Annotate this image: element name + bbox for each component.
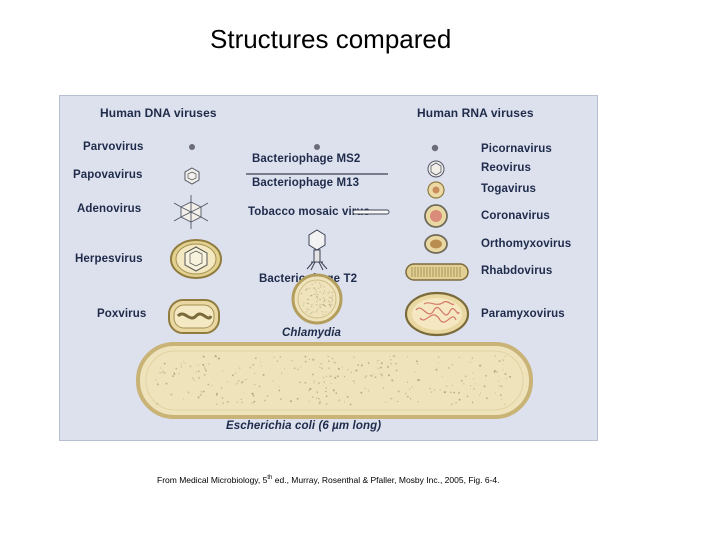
bacteriophage-ms2-drawing [314,144,320,150]
label-rhabdovirus: Rhabdovirus [481,265,553,277]
coronavirus-drawing [424,204,448,228]
caption-text-start: From Medical Microbiology, 5 [157,475,268,485]
label-coronavirus: Coronavirus [481,210,550,222]
herpesvirus-drawing [170,239,222,279]
label-tobacco-mosaic-virus: Tobacco mosaic virus [248,206,370,218]
label-bacteriophage-ms2: Bacteriophage MS2 [252,153,361,165]
orthomyxovirus-drawing [424,234,448,254]
poxvirus-drawing [168,299,220,334]
label-togavirus: Togavirus [481,183,537,195]
label-papovavirus: Papovavirus [73,169,143,181]
parvovirus-drawing [189,144,195,150]
slide-title: Structures compared [210,24,452,54]
adenovirus-drawing [173,195,209,229]
caption-text-end: ed., Murray, Rosenthal & Pfaller, Mosby … [272,475,500,485]
figure-panel: Human DNA viruses Human RNA viruses Parv… [59,95,598,441]
label-parvovirus: Parvovirus [83,141,144,153]
rna-virus-header: Human RNA viruses [417,106,534,120]
figure-caption: From Medical Microbiology, 5th ed., Murr… [157,475,500,485]
dna-virus-header: Human DNA viruses [100,106,217,120]
label-chlamydia: Chlamydia [282,327,342,339]
label-herpesvirus: Herpesvirus [75,253,143,265]
label-escherichia-coli: Escherichia coli (6 µm long) [226,420,382,432]
togavirus-drawing [427,181,445,199]
label-orthomyxovirus: Orthomyxovirus [481,238,572,250]
tobacco-mosaic-virus-drawing [352,209,390,215]
chlamydia-drawing [291,273,343,325]
paramyxovirus-drawing [404,291,470,337]
picornavirus-drawing [431,144,439,152]
caption-superscript: th [267,475,273,482]
label-reovirus: Reovirus [481,162,532,174]
label-poxvirus: Poxvirus [97,308,147,320]
virus-drawings [136,144,533,419]
papovavirus-drawing [184,167,200,185]
ecoli-cell-drawing [136,342,533,419]
bacteriophage-t2-drawing [306,229,328,271]
rhabdovirus-drawing [405,263,469,281]
label-paramyxovirus: Paramyxovirus [481,308,565,320]
label-adenovirus: Adenovirus [77,203,142,215]
label-picornavirus: Picornavirus [481,143,552,155]
label-bacteriophage-m13: Bacteriophage M13 [252,177,360,189]
reovirus-drawing [427,160,445,178]
